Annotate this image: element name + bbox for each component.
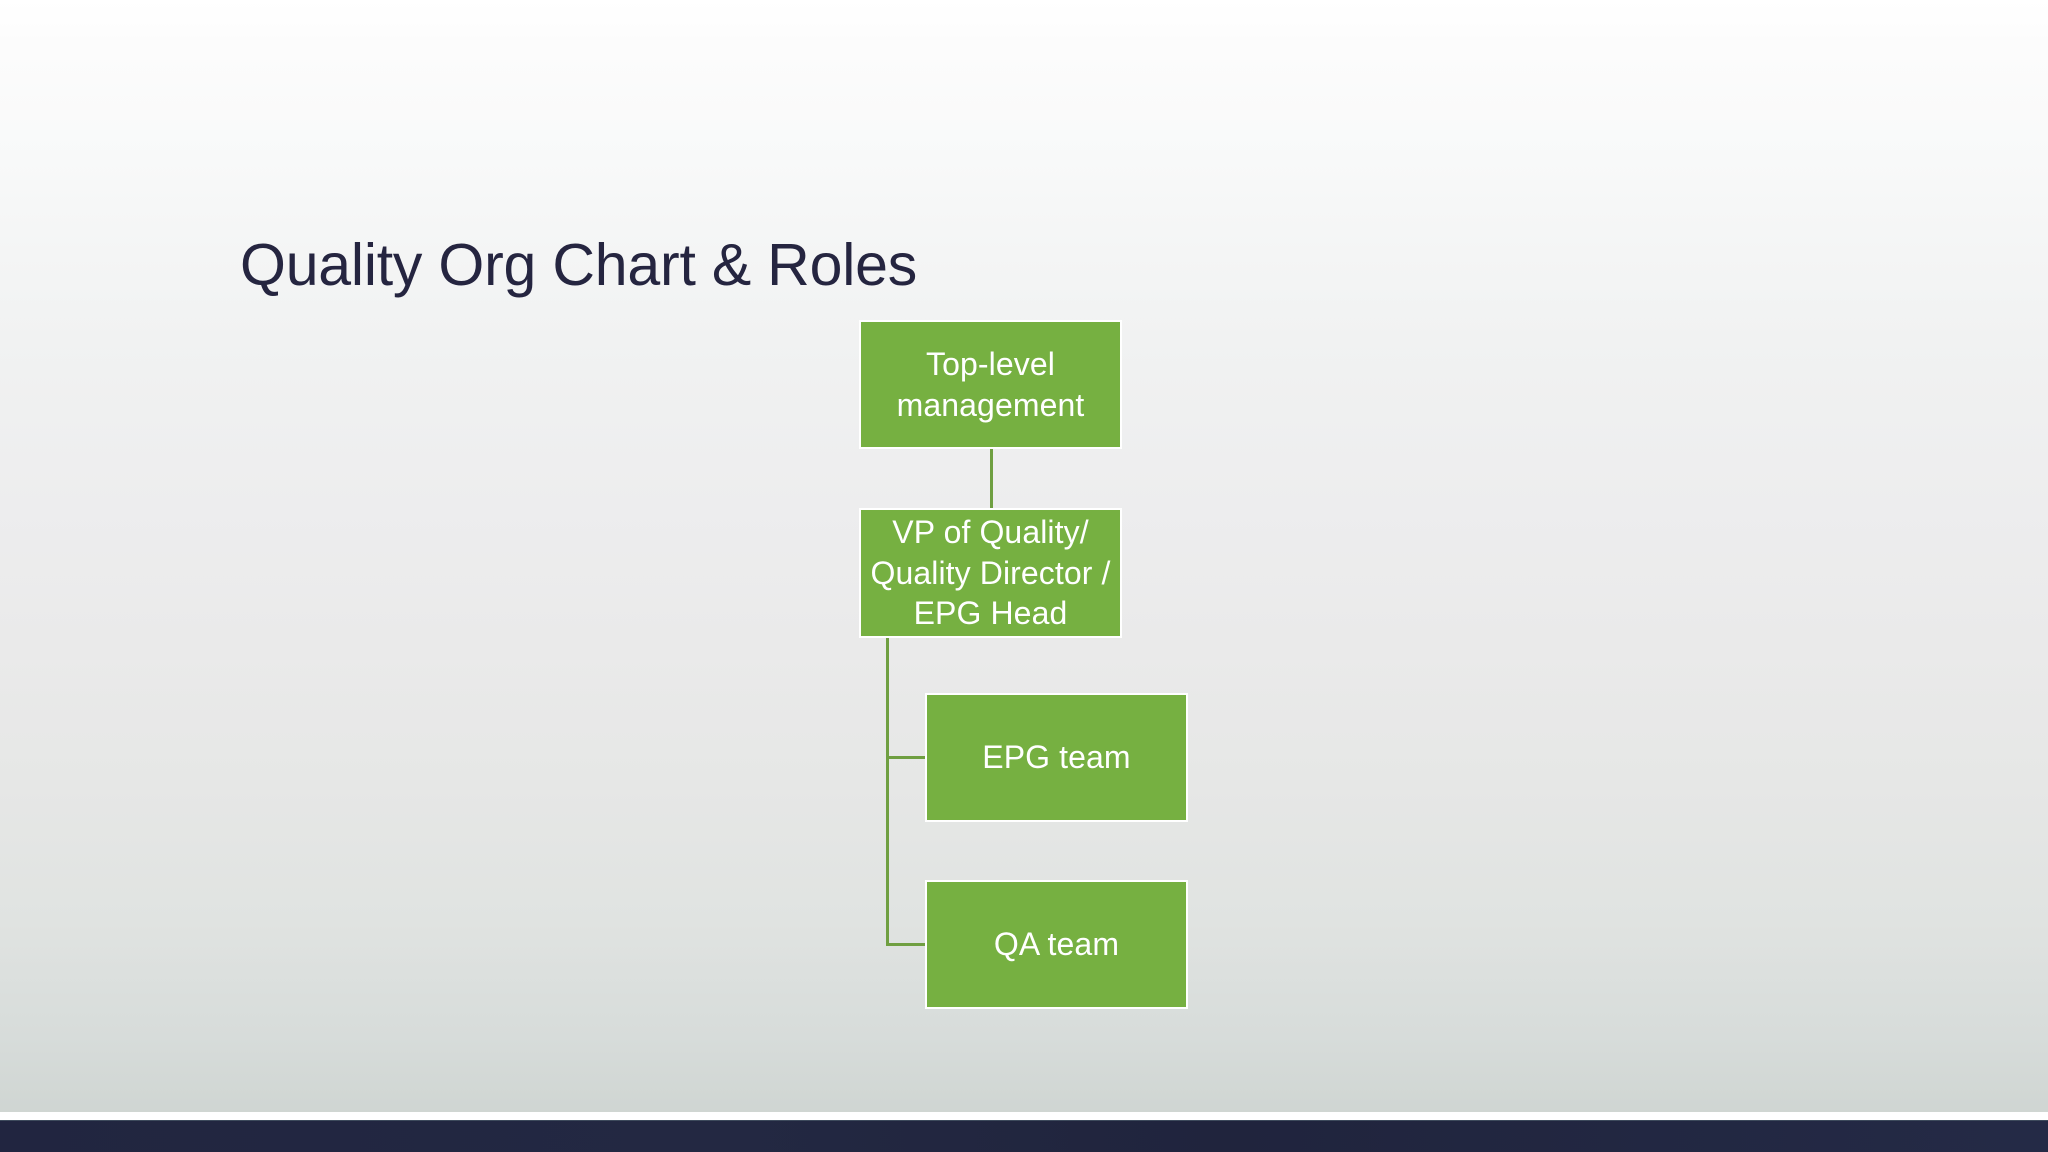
- connector-vp-trunk: [886, 637, 889, 945]
- org-node-qa-team[interactable]: QA team: [925, 880, 1188, 1009]
- org-node-vp-of-quality[interactable]: VP of Quality/ Quality Director / EPG He…: [859, 508, 1122, 638]
- footer-divider: [0, 1112, 2048, 1120]
- connector-vp-to-epg-team: [886, 756, 926, 759]
- footer-bar: [0, 1120, 2048, 1152]
- org-node-label: VP of Quality/ Quality Director / EPG He…: [870, 513, 1111, 632]
- org-node-label: Top-level management: [896, 345, 1085, 423]
- org-node-label: EPG team: [982, 739, 1131, 776]
- org-node-top-level-management[interactable]: Top-level management: [859, 320, 1122, 449]
- org-chart: Top-level management VP of Quality/ Qual…: [859, 320, 1188, 1009]
- page-title: Quality Org Chart & Roles: [240, 231, 918, 298]
- org-node-label: QA team: [993, 926, 1120, 963]
- org-node-epg-team[interactable]: EPG team: [925, 693, 1188, 822]
- connector-vp-to-qa-team: [886, 943, 926, 946]
- connector-top-to-vp: [990, 448, 993, 509]
